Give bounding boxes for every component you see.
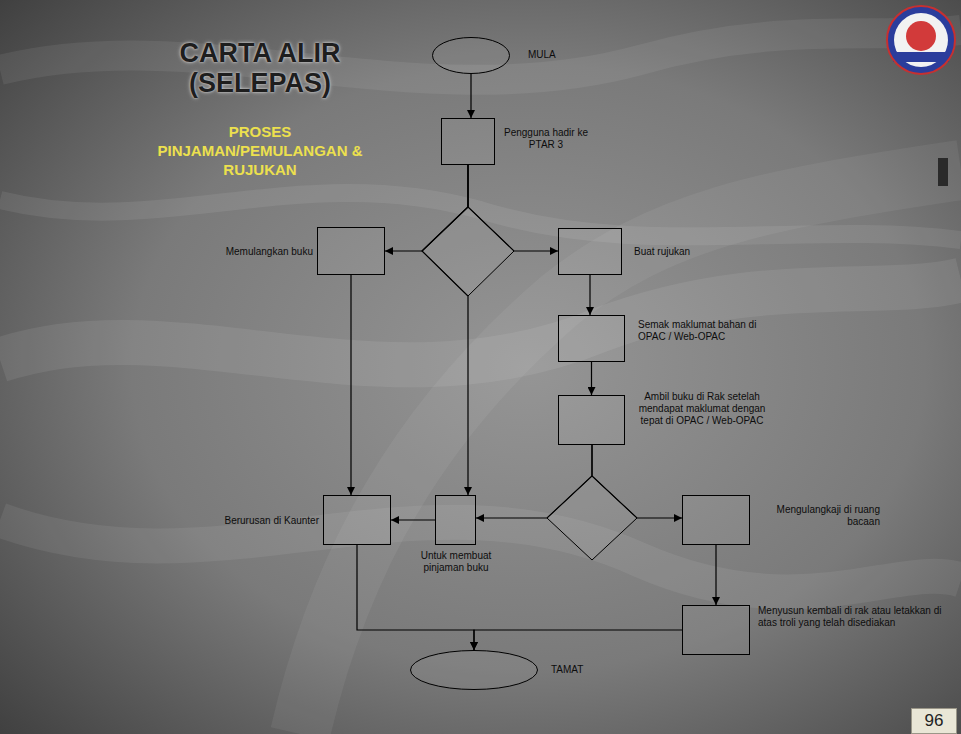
flow-arrow [715,545,716,605]
logo-inner [894,13,948,67]
logo-ring [887,6,955,74]
node-label: MULA [528,49,588,61]
flow-arrow [592,445,682,518]
node-label: TAMAT [551,664,611,676]
page-number: 96 [911,708,957,734]
process-box: Pengguna hadir ke PTAR 3 [441,118,495,165]
slide-title: CARTA ALIR (SELEPAS) [160,38,360,98]
flow-arrow [391,519,435,520]
flow-arrow [589,275,590,315]
background-swooshes [0,30,961,734]
process-box: Menyusun kembali di rak atau letakkan di… [682,605,750,655]
node-label: Berurusan di Kaunter [186,515,319,527]
ellipse-outline [432,37,510,74]
ellipse-shape [411,651,538,690]
ellipse-shape [433,38,510,74]
flow-arrow [468,165,558,251]
terminal-ellipse: MULA [432,37,510,74]
process-box: Memulangkan buku [317,227,385,275]
logo-banner [893,52,949,62]
process-box: Ambil buku di Rak setelah mendapat maklu… [558,395,625,445]
logo-globe [906,21,936,51]
flow-arrow [350,275,351,495]
process-box: Buat rujukan [558,228,622,275]
flow-arrow [591,362,592,395]
ellipse-outline [410,650,538,690]
node-label: Untuk membuat pinjaman buku [406,550,506,574]
flow-arrow [470,74,471,118]
process-box: Berurusan di Kaunter [323,495,391,545]
node-label: Memulangkan buku [191,246,313,258]
logo [887,6,955,74]
decision-diamond [422,207,514,296]
subtitle: PROSES PINJAMAN/PEMULANGAN & RUJUKAN [140,122,380,179]
node-label: Buat rujukan [634,246,724,258]
flow-arrow [422,165,468,495]
flow-arrow [385,165,468,251]
node-label: Pengguna hadir ke PTAR 3 [498,127,594,151]
process-box: Untuk membuat pinjaman buku [435,495,476,545]
side-mark [938,158,948,186]
node-label: Menyusun kembali di rak atau letakkan di… [758,605,948,629]
logo-rim [887,6,955,74]
flow-arrow [474,630,682,650]
decision-diamond [547,476,637,560]
node-label: Ambil buku di Rak setelah mendapat maklu… [633,391,771,427]
node-label: Semak maklumat bahan di OPAC / Web-OPAC [638,319,758,343]
terminal-ellipse: TAMAT [410,650,538,690]
flow-arrow [476,445,592,518]
process-box: Semak maklumat bahan di OPAC / Web-OPAC [558,315,625,362]
node-label: Mengulangkaji di ruang bacaan [758,504,880,528]
process-box: Mengulangkaji di ruang bacaan [682,495,750,545]
